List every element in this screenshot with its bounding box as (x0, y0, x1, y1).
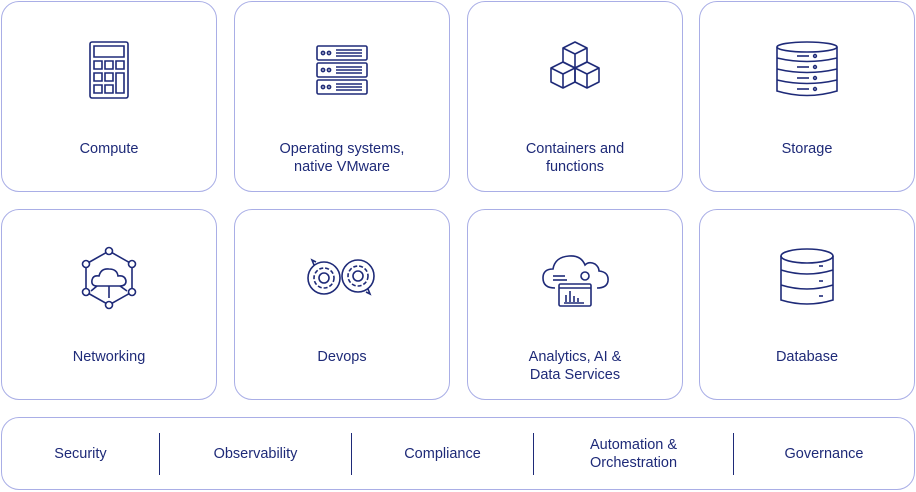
divider (159, 433, 160, 475)
bar-item-governance[interactable]: Governance (784, 445, 864, 462)
card-label: Compute (79, 141, 139, 157)
card-devops[interactable]: Devops (234, 209, 450, 400)
capabilities-bar: Security Observability Compliance Automa… (1, 417, 915, 490)
bar-item-security[interactable]: Security (54, 445, 107, 462)
calculator-icon (77, 38, 141, 102)
card-analytics[interactable]: Analytics, AI & Data Services (467, 209, 683, 400)
card-compute[interactable]: Compute (1, 1, 217, 192)
card-label: Networking (72, 349, 146, 365)
card-label: Operating systems, native VMware (279, 141, 405, 175)
storage-disks-icon (775, 38, 839, 102)
gears-cycle-icon (304, 246, 380, 310)
card-storage[interactable]: Storage (699, 1, 915, 192)
card-containers[interactable]: Containers and functions (467, 1, 683, 192)
bar-item-observability[interactable]: Observability (213, 445, 298, 462)
card-networking[interactable]: Networking (1, 209, 217, 400)
divider (351, 433, 352, 475)
bar-item-compliance[interactable]: Compliance (404, 445, 481, 462)
divider (733, 433, 734, 475)
cloud-analytics-icon (537, 246, 613, 310)
bar-item-automation[interactable]: Automation & Orchestration (589, 436, 678, 471)
card-operating-systems[interactable]: Operating systems, native VMware (234, 1, 450, 192)
card-label: Analytics, AI & Data Services (528, 349, 622, 383)
database-icon (775, 246, 839, 310)
cubes-icon (543, 38, 607, 102)
server-rack-icon (310, 38, 374, 102)
divider (533, 433, 534, 475)
network-cloud-icon (77, 246, 141, 310)
card-label: Containers and functions (525, 141, 625, 175)
card-label: Database (775, 349, 839, 365)
card-database[interactable]: Database (699, 209, 915, 400)
card-label: Devops (317, 349, 367, 365)
card-label: Storage (781, 141, 833, 157)
